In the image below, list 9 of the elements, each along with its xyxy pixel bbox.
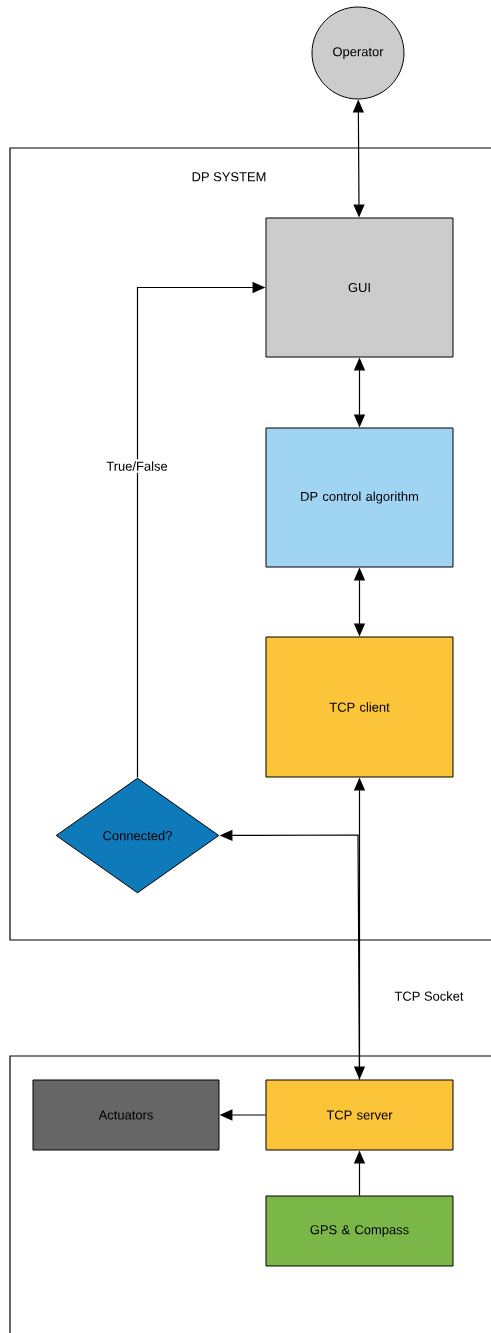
edge-label: TCP Socket	[392, 989, 466, 1003]
process-box: TCP server	[265, 1079, 454, 1151]
edge-label: True/False	[104, 459, 170, 473]
process-box: Actuators	[32, 1079, 220, 1151]
process-box: GPS & Compass	[265, 1195, 454, 1267]
process-box: DP control algorithm	[265, 427, 454, 568]
process-box: GUI	[265, 217, 454, 358]
system-frame	[9, 1055, 491, 1333]
process-box: TCP client	[265, 636, 454, 778]
